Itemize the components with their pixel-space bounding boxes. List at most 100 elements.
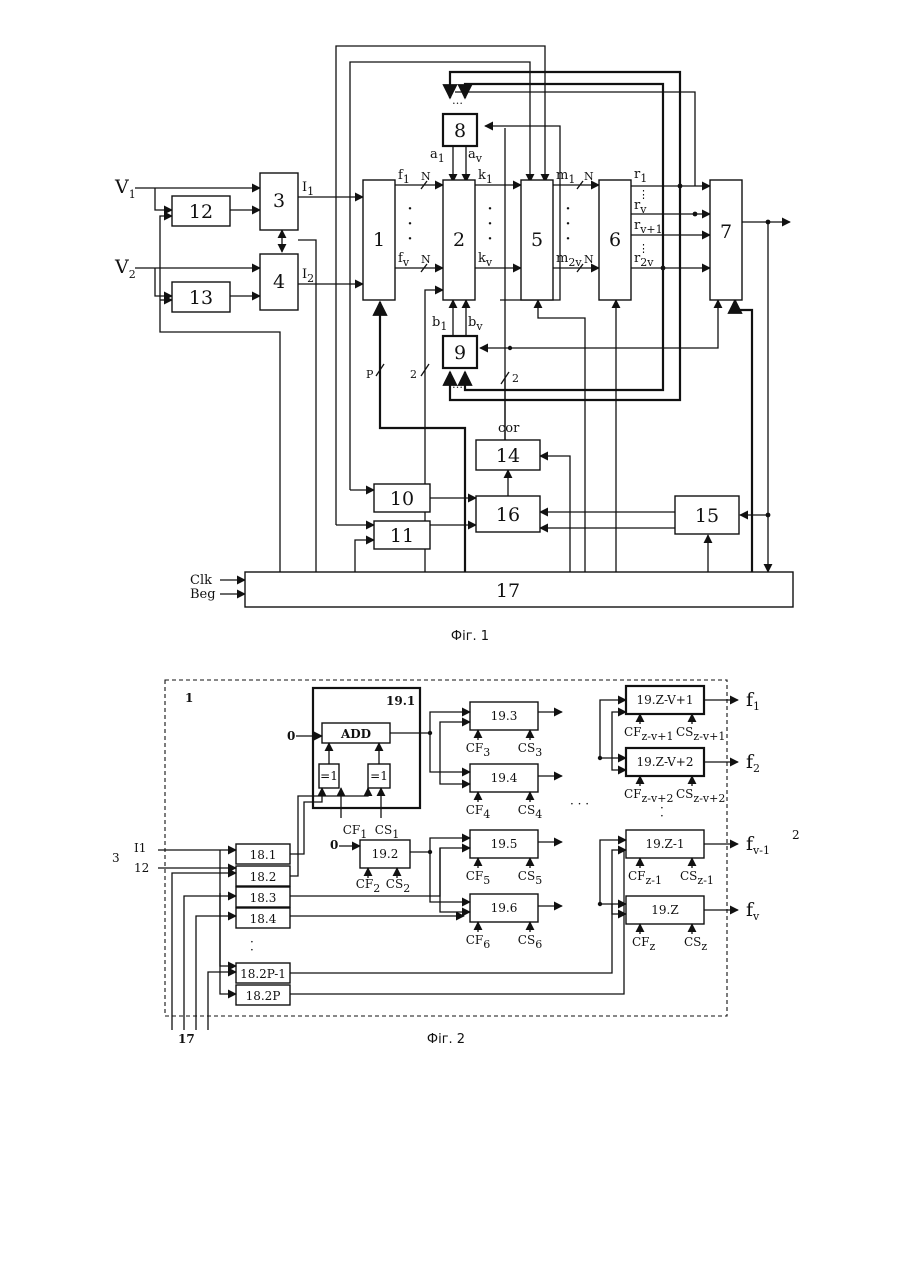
svg-text:3: 3 <box>273 190 285 212</box>
svg-text:CS4: CS4 <box>518 803 542 821</box>
svg-text:CS3: CS3 <box>518 741 542 759</box>
svg-text:⋮: ⋮ <box>638 242 649 255</box>
figure-1: 3 4 12 13 1 2 5 6 7 8 9 14 16 <box>114 46 793 644</box>
svg-text:19.Z-1: 19.Z-1 <box>645 837 684 851</box>
svg-text:1: 1 <box>185 691 193 705</box>
svg-text:13: 13 <box>189 287 213 309</box>
svg-text:fv: fv <box>746 899 760 923</box>
svg-text:N: N <box>421 170 431 183</box>
svg-text:⋮: ⋮ <box>638 188 649 201</box>
svg-text:19.4: 19.4 <box>491 771 518 785</box>
svg-text:kv: kv <box>478 251 493 269</box>
svg-text:CF6: CF6 <box>466 933 491 951</box>
svg-text:ADD: ADD <box>340 727 371 741</box>
svg-text:k1: k1 <box>478 168 493 186</box>
svg-text:cor: cor <box>498 421 520 436</box>
svg-text:1: 1 <box>373 229 385 251</box>
svg-text:3: 3 <box>112 851 120 865</box>
svg-text:·: · <box>565 228 571 250</box>
svg-text:f1: f1 <box>398 168 410 186</box>
svg-text:2: 2 <box>453 229 465 251</box>
svg-text:17: 17 <box>178 1032 195 1046</box>
svg-text:CS1: CS1 <box>375 823 399 841</box>
svg-text:16: 16 <box>496 504 520 526</box>
figure-2: 1 3 2 17 19.1 ADD =1 =1 0 CF1 CS1 18.1 1… <box>112 680 800 1047</box>
svg-text:V2: V2 <box>114 256 136 281</box>
svg-text:CS5: CS5 <box>518 869 542 887</box>
svg-text:18.2: 18.2 <box>250 870 277 884</box>
svg-text:m1: m1 <box>556 168 575 186</box>
svg-text:CFz-v+1: CFz-v+1 <box>624 725 673 743</box>
svg-text:…: … <box>452 94 463 107</box>
svg-text:18.1: 18.1 <box>250 848 277 862</box>
svg-text:Beg: Beg <box>190 587 216 602</box>
figure-2-caption: Фіг. 2 <box>427 1032 465 1047</box>
svg-text:8: 8 <box>454 120 466 142</box>
svg-text:CF2: CF2 <box>356 877 381 895</box>
input-wiring <box>135 188 363 572</box>
svg-text:19.3: 19.3 <box>491 709 518 723</box>
svg-text:15: 15 <box>695 505 719 527</box>
svg-text:rv+1: rv+1 <box>634 218 663 236</box>
svg-text:19.Z: 19.Z <box>651 903 678 917</box>
svg-text:CFz-1: CFz-1 <box>628 869 662 887</box>
svg-text:CF3: CF3 <box>466 741 491 759</box>
svg-text:18.4: 18.4 <box>250 912 277 926</box>
svg-text:N: N <box>584 170 594 183</box>
svg-text:19.Z-V+1: 19.Z-V+1 <box>637 693 694 707</box>
svg-text:CSz-v+2: CSz-v+2 <box>676 787 725 805</box>
svg-text:19.2: 19.2 <box>372 847 399 861</box>
svg-text:fv-1: fv-1 <box>746 833 770 857</box>
svg-text:CS2: CS2 <box>386 877 410 895</box>
svg-text:N: N <box>421 253 431 266</box>
svg-text:6: 6 <box>609 229 621 251</box>
svg-text:I1: I1 <box>134 841 146 855</box>
svg-text:I1: I1 <box>302 180 314 198</box>
svg-text:18.2P: 18.2P <box>246 989 281 1003</box>
svg-text:2: 2 <box>512 372 519 385</box>
svg-text:5: 5 <box>531 229 543 251</box>
svg-text:18.2P-1: 18.2P-1 <box>240 967 286 981</box>
svg-text:10: 10 <box>390 488 414 510</box>
svg-text:17: 17 <box>496 580 520 602</box>
svg-text:·: · <box>487 228 493 250</box>
svg-text:CFz: CFz <box>632 935 656 953</box>
svg-text:9: 9 <box>454 342 466 364</box>
svg-text:=1: =1 <box>320 769 338 783</box>
svg-text:14: 14 <box>496 445 520 467</box>
svg-text:f1: f1 <box>746 689 760 713</box>
svg-text:I2: I2 <box>302 267 314 285</box>
svg-text:r1: r1 <box>634 167 647 185</box>
svg-text:2: 2 <box>410 368 417 381</box>
svg-text:bv: bv <box>468 315 483 333</box>
svg-text:CF1: CF1 <box>343 823 368 841</box>
svg-text:P: P <box>366 368 374 381</box>
svg-text:19.6: 19.6 <box>491 901 518 915</box>
svg-text:CFz-v+2: CFz-v+2 <box>624 787 673 805</box>
svg-text:V1: V1 <box>114 176 136 201</box>
svg-text:N: N <box>584 253 594 266</box>
register-stack: 18.1 18.2 18.3 18.4 ·· 18.2P-1 18.2P <box>236 844 290 1005</box>
svg-text:CS6: CS6 <box>518 933 542 951</box>
svg-text:18.3: 18.3 <box>250 891 277 905</box>
svg-text:12: 12 <box>134 861 149 875</box>
svg-text:·: · <box>407 228 413 250</box>
svg-text:4: 4 <box>273 271 285 293</box>
svg-text:b1: b1 <box>432 315 447 333</box>
svg-text:19.Z-V+2: 19.Z-V+2 <box>637 755 694 769</box>
svg-text:0: 0 <box>330 838 338 852</box>
svg-text:12: 12 <box>189 201 213 223</box>
svg-text:CSz-v+1: CSz-v+1 <box>676 725 725 743</box>
svg-text:19.5: 19.5 <box>491 837 518 851</box>
svg-text:a1: a1 <box>430 147 445 165</box>
svg-text:11: 11 <box>390 525 414 547</box>
svg-text:· · ·: · · · <box>570 797 589 811</box>
svg-text:0: 0 <box>287 729 295 743</box>
svg-text:av: av <box>468 147 483 165</box>
figure-1-caption: Фіг. 1 <box>451 629 489 644</box>
svg-text:Clk: Clk <box>190 573 212 588</box>
svg-text:7: 7 <box>720 221 732 243</box>
svg-text:2: 2 <box>792 828 800 842</box>
svg-text:=1: =1 <box>370 769 388 783</box>
